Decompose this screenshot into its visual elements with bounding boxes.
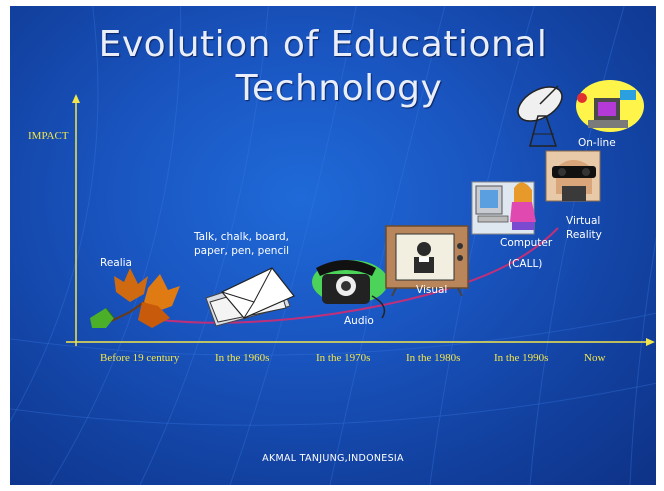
y-axis-arrow [72, 94, 80, 103]
x-axis-arrow [646, 338, 655, 346]
background-arcs [10, 6, 656, 485]
x-tick-label: Now [584, 352, 606, 364]
x-tick-label: In the 1990s [494, 352, 549, 364]
x-tick-label: In the 1980s [406, 352, 461, 364]
evolution-chart [66, 80, 655, 346]
label-vr-line1: Virtual [566, 215, 601, 227]
presentation-slide: Evolution of Educational Technology IMPA… [10, 6, 656, 485]
label-visual: Visual [416, 284, 448, 296]
telephone-icon [312, 260, 388, 319]
title-line-2: Technology [235, 68, 443, 109]
label-talk-line1: Talk, chalk, board, [194, 231, 289, 243]
online-globe-icon [576, 80, 644, 132]
label-virtual-reality: Virtual Reality [566, 214, 602, 242]
x-tick-label: In the 1960s [215, 352, 270, 364]
title-line-1: Evolution of Educational [98, 24, 548, 65]
label-online: On-line [578, 137, 616, 149]
credit-footer: AKMAL TANJUNG,INDONESIA [262, 453, 404, 464]
label-computer: Computer [500, 237, 553, 249]
label-call: (CALL) [508, 258, 543, 270]
label-realia: Realia [100, 257, 132, 269]
y-axis-label: IMPACT [28, 130, 69, 142]
autumn-leaves-icon [90, 268, 180, 328]
label-talk-line2: paper, pen, pencil [194, 245, 290, 257]
label-audio: Audio [344, 315, 374, 327]
label-talk-chalk: Talk, chalk, board, paper, pen, pencil [194, 230, 289, 258]
computer-user-icon [471, 181, 536, 235]
vr-headset-person-icon [545, 150, 601, 202]
satellite-dish-icon [517, 85, 563, 147]
envelope-papers-icon [205, 267, 295, 327]
label-vr-line2: Reality [566, 229, 602, 241]
x-tick-label: In the 1970s [316, 352, 371, 364]
television-icon [385, 225, 469, 297]
x-tick-label: Before 19 century [100, 352, 180, 364]
